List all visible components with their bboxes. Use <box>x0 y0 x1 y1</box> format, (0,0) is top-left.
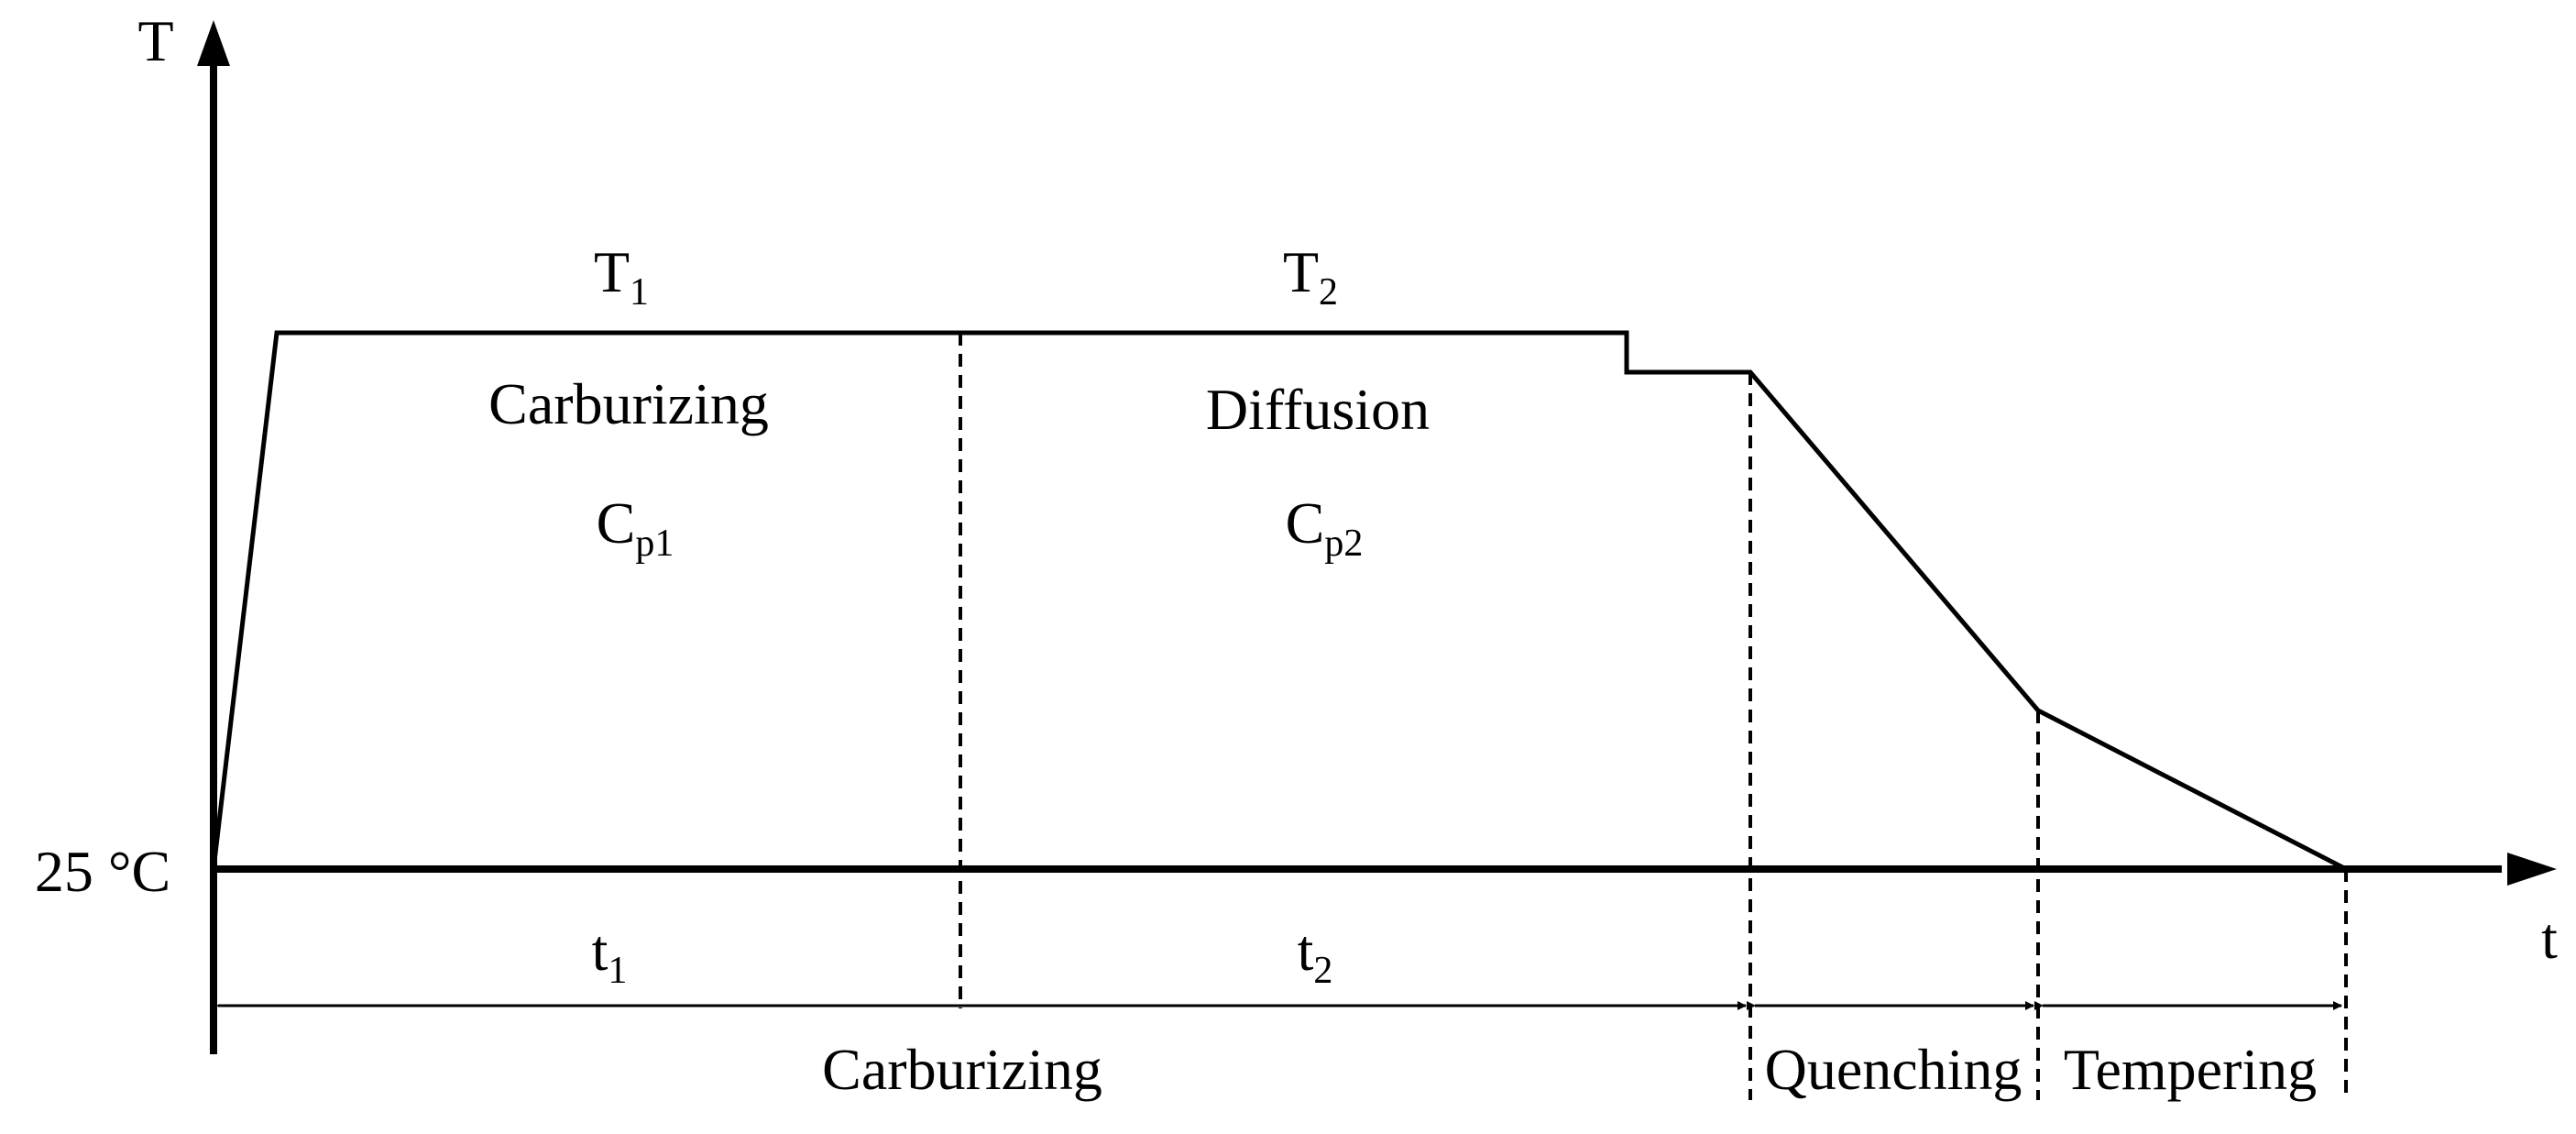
origin-temperature-label: 25 °C <box>35 839 170 904</box>
carbon-potential-cp2-label: Cp2 <box>1286 490 1364 565</box>
carbon-potential-cp1-label: Cp1 <box>597 490 674 565</box>
x-axis-label: t <box>2541 906 2558 971</box>
time-t2-label: t2 <box>1298 918 1333 992</box>
carburizing-stage-label: Carburizing <box>488 371 769 436</box>
tempering-process-label: Tempering <box>2064 1037 2317 1102</box>
y-axis-arrow <box>197 20 230 66</box>
diffusion-stage-label: Diffusion <box>1206 377 1430 442</box>
time-t1-label: t1 <box>592 918 628 992</box>
temperature-t1-label: T1 <box>594 239 649 314</box>
quenching-process-label: Quenching <box>1765 1037 2022 1102</box>
carburizing-process-label: Carburizing <box>822 1037 1102 1102</box>
x-axis-arrow <box>2507 853 2557 886</box>
temperature-t2-label: T2 <box>1283 239 1338 314</box>
y-axis-label: T <box>137 8 173 73</box>
